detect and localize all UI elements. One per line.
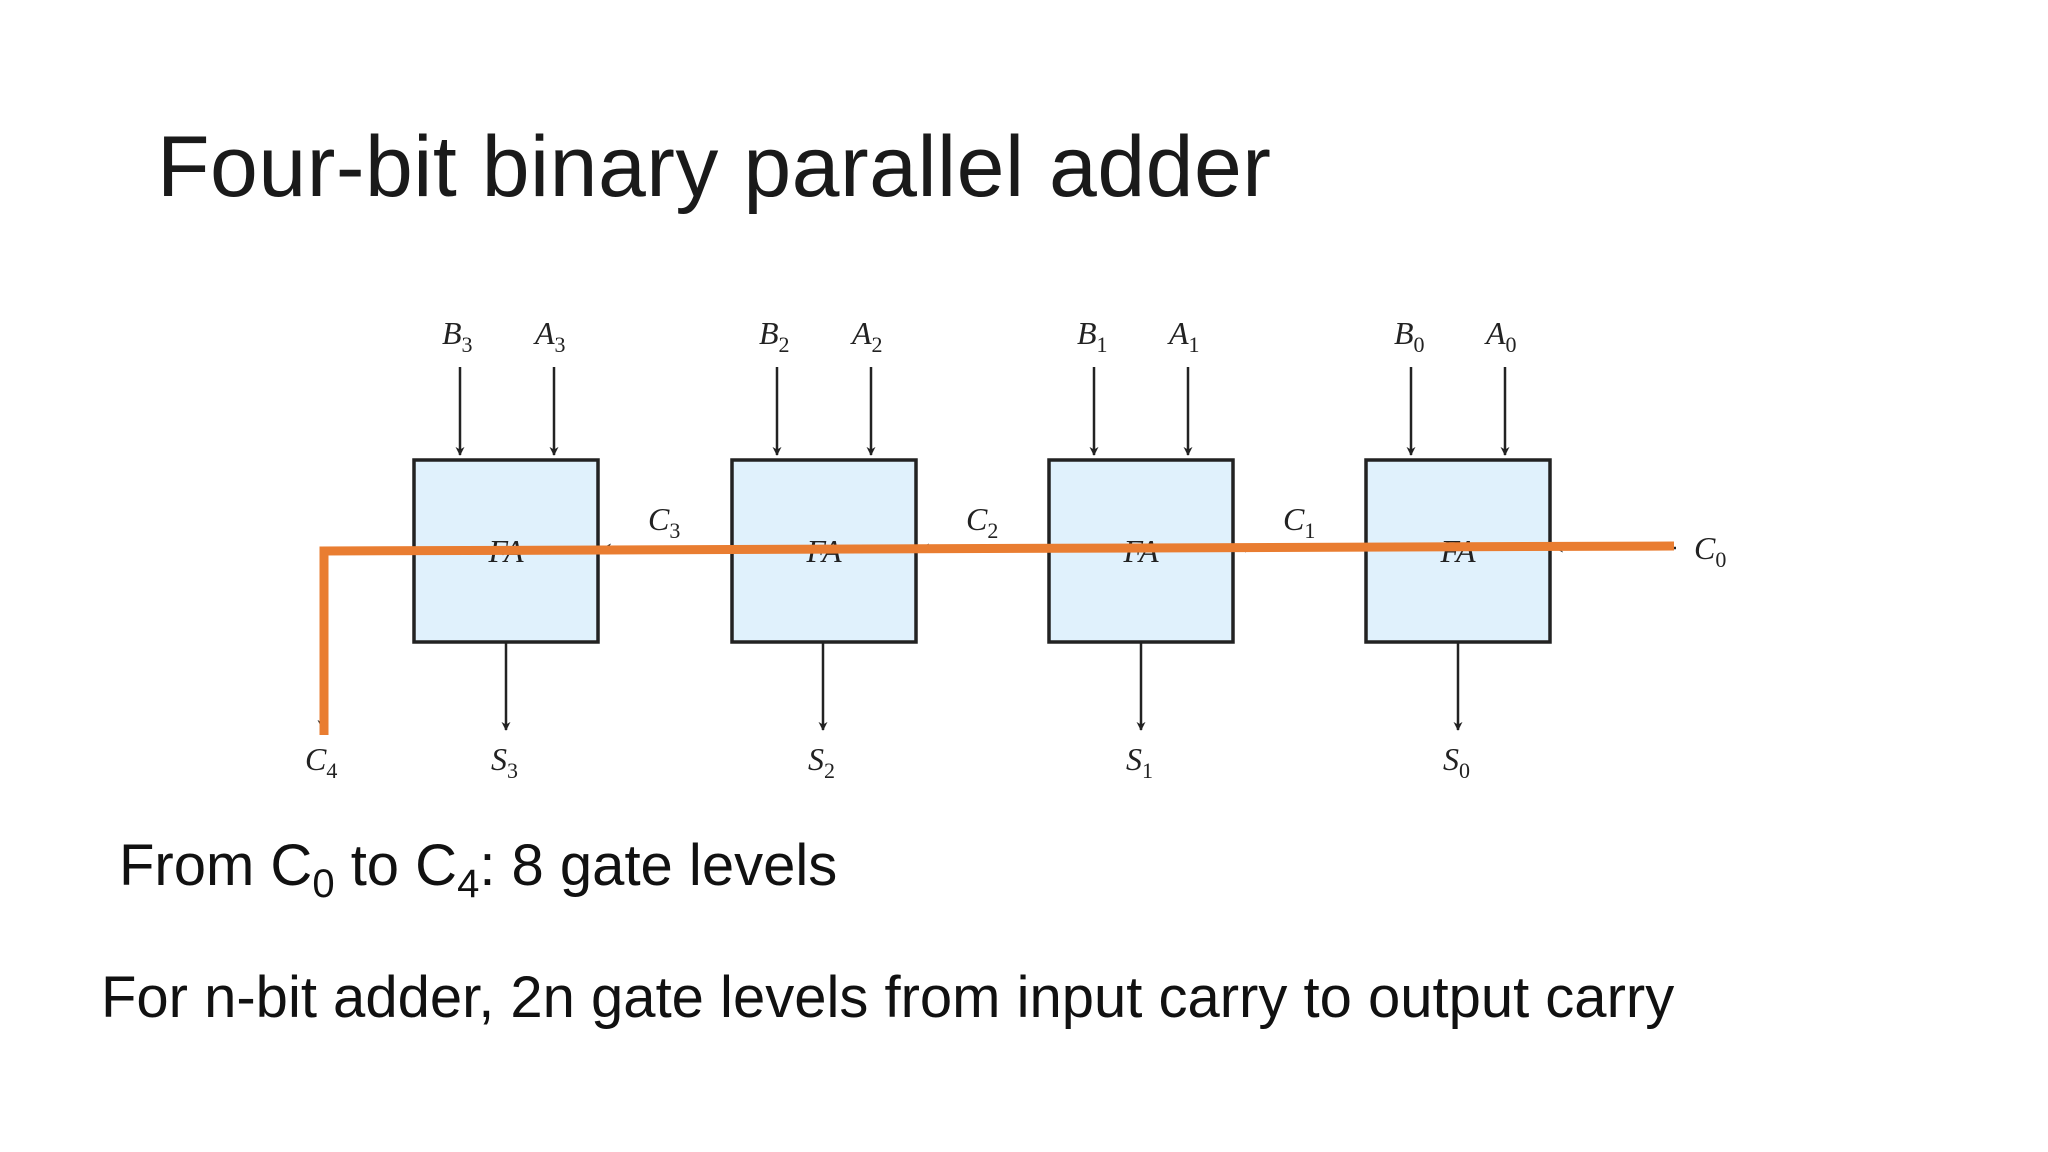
- carry-out-c4-label: C4: [305, 741, 337, 783]
- sum-s2-label: S2: [808, 741, 835, 783]
- carry-in-c0-label: C0: [1694, 530, 1726, 572]
- input-b3-label: B3: [442, 315, 473, 357]
- input-a2-label: A2: [850, 315, 883, 357]
- input-a3-label: A3: [533, 315, 566, 357]
- note-n-bit-gate-levels: For n-bit adder, 2n gate levels from inp…: [101, 965, 1675, 1030]
- note-carry-propagation: From C0 to C4: 8 gate levels: [119, 833, 838, 906]
- input-b0-label: B0: [1394, 315, 1425, 357]
- sum-s3-label: S3: [491, 741, 518, 783]
- input-b2-label: B2: [759, 315, 790, 357]
- carry-c4-wire: [317, 546, 414, 729]
- input-b1-label: B1: [1077, 315, 1108, 357]
- carry-path-highlight: [319, 541, 1675, 735]
- sum-s0-label: S0: [1443, 741, 1470, 783]
- carry-c3-label: C3: [648, 501, 680, 543]
- sum-s1-label: S1: [1126, 741, 1153, 783]
- input-a1-label: A1: [1167, 315, 1200, 357]
- carry-c2-label: C2: [966, 501, 998, 543]
- slide-title: Four-bit binary parallel adder: [157, 119, 1272, 215]
- carry-c1-label: C1: [1283, 501, 1315, 543]
- input-a0-label: A0: [1484, 315, 1517, 357]
